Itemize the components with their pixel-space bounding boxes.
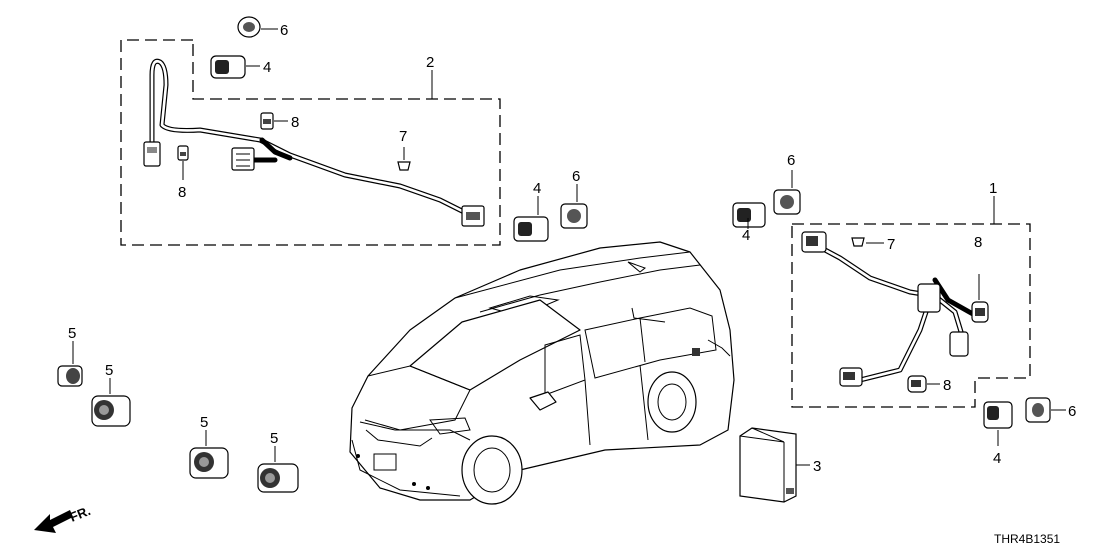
clip-8-upper: 8 xyxy=(260,112,299,131)
clip-8-lower: 8 xyxy=(177,145,189,201)
sensor-5-a: 5 xyxy=(57,325,83,387)
callout-4-b[interactable]: 4 xyxy=(533,180,541,197)
bezel-6-top: 6 xyxy=(237,16,288,39)
callout-8-b[interactable]: 8 xyxy=(178,184,186,201)
holder-4-right-upper: 4 xyxy=(732,202,766,244)
bezel-6-middle: 6 xyxy=(560,168,588,229)
holder-4-top: 4 xyxy=(210,55,271,79)
harness-2-connector-mid xyxy=(231,147,255,171)
harness-assembly-2-group: 2 xyxy=(120,39,501,246)
holder-4-right-lower: 4 xyxy=(983,401,1013,467)
callout-6-c[interactable]: 6 xyxy=(787,152,795,169)
callout-8-c[interactable]: 8 xyxy=(974,234,982,251)
callout-5-c[interactable]: 5 xyxy=(200,414,208,431)
callout-5-a[interactable]: 5 xyxy=(68,325,76,342)
callout-3[interactable]: 3 xyxy=(813,458,821,475)
harness-1-junction-block xyxy=(917,283,969,357)
callout-6-b[interactable]: 6 xyxy=(572,168,580,185)
harness-2-connector-left xyxy=(143,141,161,167)
callout-4-c[interactable]: 4 xyxy=(742,227,750,244)
sensor-5-d: 5 xyxy=(257,430,299,493)
control-unit-3: 3 xyxy=(739,427,821,503)
callout-8-d[interactable]: 8 xyxy=(943,377,951,394)
clip-7-upper: 7 xyxy=(397,128,411,171)
callout-1[interactable]: 1 xyxy=(989,180,997,197)
callout-7-a[interactable]: 7 xyxy=(399,128,407,145)
assembly-1-outline xyxy=(791,223,1031,408)
callout-7-b[interactable]: 7 xyxy=(887,236,895,253)
callout-6-a[interactable]: 6 xyxy=(280,22,288,39)
harness-1-wire xyxy=(809,240,983,383)
callout-5-b[interactable]: 5 xyxy=(105,362,113,379)
clip-8-right-lower: 8 xyxy=(907,375,951,394)
diagram-code: THR4B1351 xyxy=(994,532,1060,546)
harness-assembly-1-group: 1 xyxy=(791,180,1031,408)
callout-4-a[interactable]: 4 xyxy=(263,59,271,76)
harness-1-connector-bottom xyxy=(839,367,863,387)
bezel-6-right-lower: 6 xyxy=(1025,397,1076,423)
minivan-illustration xyxy=(349,241,735,505)
assembly-2-outline xyxy=(120,39,501,246)
bezel-6-right-upper: 6 xyxy=(773,152,801,215)
holder-4-middle: 4 xyxy=(513,180,549,242)
callout-6-d[interactable]: 6 xyxy=(1068,403,1076,420)
clip-7-right: 7 xyxy=(851,236,895,253)
callout-4-d[interactable]: 4 xyxy=(993,450,1001,467)
sensor-5-b: 5 xyxy=(91,362,131,427)
harness-2-connector-right xyxy=(461,205,485,227)
callout-2[interactable]: 2 xyxy=(426,54,434,71)
harness-2-wire xyxy=(149,58,473,218)
front-arrow-icon xyxy=(34,510,73,533)
callout-5-d[interactable]: 5 xyxy=(270,430,278,447)
front-direction-label: FR. xyxy=(68,503,93,525)
clip-8-right-upper: 8 xyxy=(971,234,989,323)
sensor-5-c: 5 xyxy=(189,414,229,479)
front-direction-indicator: FR. xyxy=(34,503,93,533)
callout-8-a[interactable]: 8 xyxy=(291,114,299,131)
harness-1-connector-top xyxy=(801,231,827,253)
